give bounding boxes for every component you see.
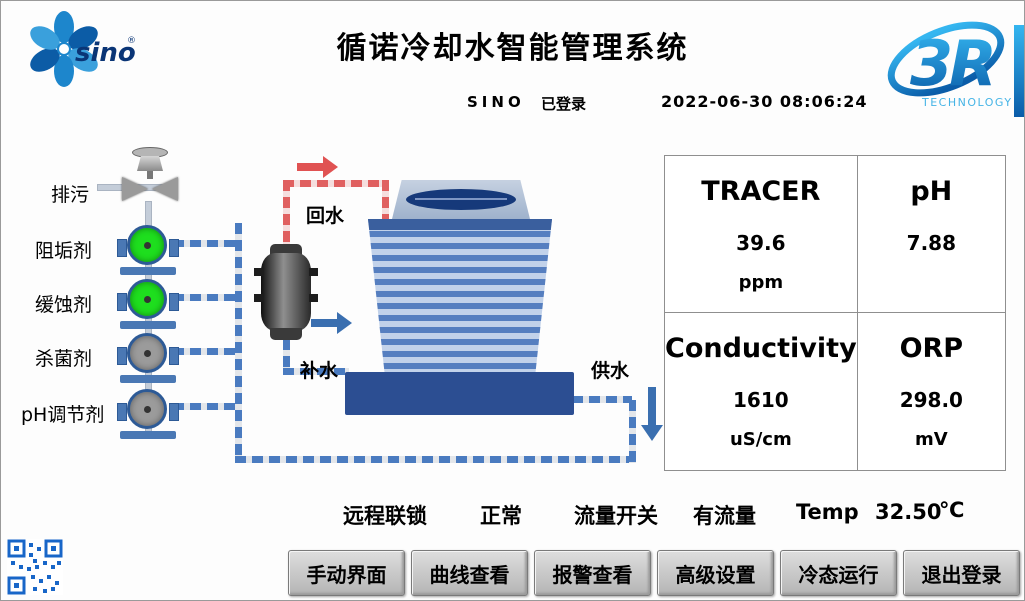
temp-label: Temp [796,500,859,524]
sino-logo-text: sino [75,38,136,68]
remote-interlock-label: 远程联锁 [343,504,427,528]
flow-switch-value: 有流量 [693,504,756,528]
blowdown-valve [119,147,181,203]
label-makeup-water: 补水 [300,360,339,382]
pipe-supply-riser [629,400,636,463]
label-blowdown: 排污 [51,184,90,206]
pump-status-indicator [127,333,167,373]
return-flow-arrow-icon [297,156,339,178]
pipe-return-top [283,180,389,187]
label-scale-inhibitor: 阻垢剂 [35,240,93,262]
pipe-pump1-stub [173,240,239,247]
bottom-button-bar: 手动界面 曲线查看 报警查看 高级设置 冷态运行 退出登录 [288,550,1020,596]
3r-logo-text: 3R [910,27,993,100]
logout-button[interactable]: 退出登录 [903,550,1020,596]
makeup-flow-arrow-icon [311,312,353,334]
label-ph-regulator: pH调节剂 [21,404,105,426]
reading-name: TRACER [701,176,821,207]
label-corrosion-inhibitor: 缓蚀剂 [35,294,93,316]
sino-logo: sino ® [30,11,136,87]
reading-unit: uS/cm [729,429,792,450]
readings-panel: TRACER 39.6 ppm pH 7.88 Conductivity 161… [664,155,1006,471]
label-biocide: 杀菌剂 [35,348,93,370]
cooling-tower-basin [345,372,574,415]
alarm-view-button[interactable]: 报警查看 [534,550,651,596]
label-supply-water: 供水 [591,360,630,382]
reading-unit: mV [914,429,948,450]
reading-value: 39.6 [736,231,786,255]
reading-value: 7.88 [906,231,957,255]
3r-logo-subtext: TECHNOLOGY [921,96,1013,109]
cooling-tower-body [368,219,552,373]
pipe-supply-stub [572,396,632,403]
advanced-settings-button[interactable]: 高级设置 [657,550,774,596]
corrosion-inhibitor-pump [117,277,179,329]
temp-unit: ℃ [939,498,965,522]
pipe-makeup-horizontal [283,368,349,375]
pipe-bottom-main [235,456,636,463]
reading-name: pH [910,176,953,207]
supply-flow-arrow-icon [641,387,663,443]
datetime: 2022-06-30 08:06:24 [661,92,868,111]
pump-status-indicator [127,279,167,319]
remote-interlock-value: 正常 [480,504,522,528]
pump-status-indicator [127,225,167,265]
reading-value: 298.0 [899,388,963,412]
temp-value: 32.50 [875,500,942,524]
heat-exchanger [254,244,318,340]
sino-logo-registered: ® [127,36,136,46]
3r-technology-logo: 3R TECHNOLOGY [887,21,1024,117]
pipe-dosing-main [235,223,242,463]
reading-name: Conductivity [665,333,857,364]
pipe-pump4-stub [173,403,239,410]
reading-name: ORP [899,333,964,364]
ph-regulator-pump [117,387,179,439]
qr-code [7,539,63,595]
pipe-return-left [283,180,290,250]
reading-orp: ORP 298.0 mV [858,313,1005,470]
reading-conductivity: Conductivity 1610 uS/cm [665,313,858,470]
fan-highlight [415,198,507,200]
reading-unit: ppm [738,272,784,293]
reading-value: 1610 [733,388,789,412]
reading-tracer: TRACER 39.6 ppm [665,156,858,313]
curve-view-button[interactable]: 曲线查看 [411,550,528,596]
label-return-water: 回水 [306,205,345,227]
biocide-pump [117,331,179,383]
login-status: 已登录 [541,95,587,113]
cold-run-button[interactable]: 冷态运行 [780,550,897,596]
pipe-makeup-vertical [283,339,290,375]
flow-switch-label: 流量开关 [574,504,658,528]
pipe-return-right [382,180,389,220]
manual-screen-button[interactable]: 手动界面 [288,550,405,596]
reading-ph: pH 7.88 [857,156,1005,313]
logged-in-user: SINO [467,93,525,111]
page-title: 循诺冷却水智能管理系统 [336,31,689,66]
scale-inhibitor-pump [117,223,179,275]
pipe-pump3-stub [173,348,239,355]
pipe-pump2-stub [173,294,239,301]
